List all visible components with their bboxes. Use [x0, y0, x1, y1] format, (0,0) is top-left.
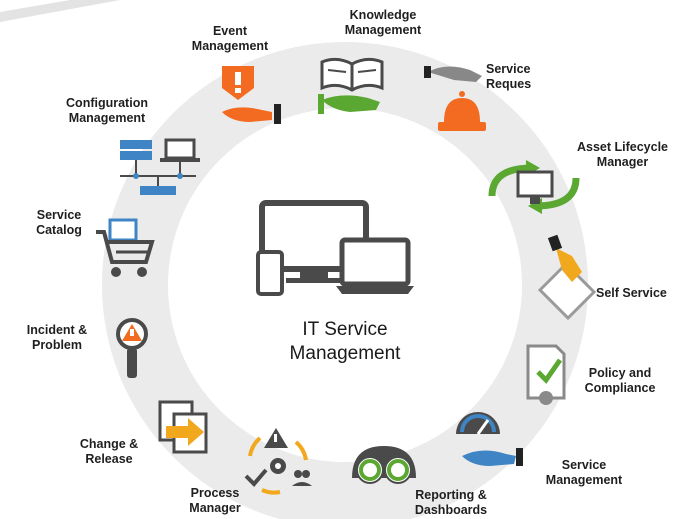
label-event-management: Event Management	[191, 24, 269, 53]
label-reporting-dashboards: Reporting & Dashboards	[414, 488, 488, 517]
hand-pointer-icon	[537, 234, 597, 321]
document-arrow-icon	[158, 400, 208, 454]
network-servers-icon	[120, 138, 200, 195]
label-self-service: Self Service	[596, 286, 667, 300]
corner-decoration	[0, 0, 120, 22]
label-knowledge-management: Knowledge Management	[344, 8, 422, 37]
open-book-hand-icon	[318, 57, 384, 114]
label-configuration-management: Configuration Management	[66, 96, 148, 125]
process-cycle-icon	[244, 428, 312, 495]
alert-hand-icon	[222, 66, 281, 124]
magnifier-warning-icon	[116, 318, 148, 378]
label-asset-lifecycle: Asset Lifecycle Manager	[576, 140, 669, 169]
label-service-management: Service Management	[545, 458, 623, 487]
label-process-manager: Process Manager	[189, 486, 241, 515]
service-bell-icon	[424, 66, 486, 131]
center-title: IT Service Management	[289, 319, 401, 364]
monitor-cycle-icon	[488, 160, 580, 214]
shopping-cart-icon	[96, 218, 155, 277]
label-incident-problem: Incident & Problem	[26, 323, 88, 352]
devices-icon	[256, 200, 414, 296]
label-service-request: Service Reques	[486, 62, 532, 91]
dashboard-gauges-icon	[352, 446, 416, 484]
gauge-hand-icon	[456, 412, 523, 466]
label-service-catalog: Service Catalog	[36, 208, 82, 237]
label-policy-compliance: Policy and Compliance	[584, 366, 656, 395]
certificate-check-icon	[526, 344, 566, 405]
label-change-release: Change & Release	[79, 437, 139, 466]
